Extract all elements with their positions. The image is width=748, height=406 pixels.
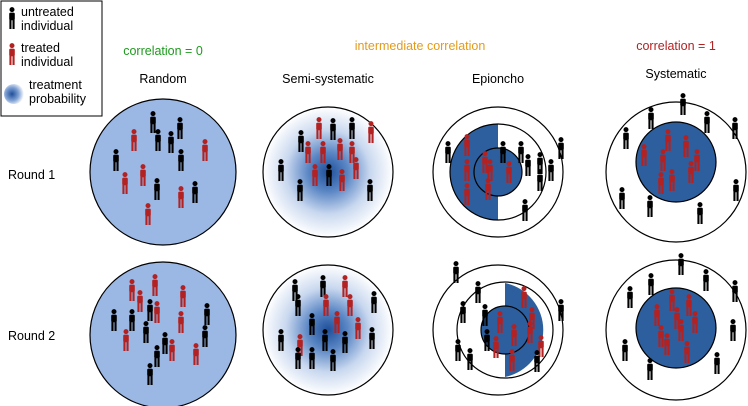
column-title-random: Random bbox=[139, 72, 186, 86]
systematic-round1-rings bbox=[605, 101, 747, 243]
random-round1-circle bbox=[89, 98, 237, 246]
legend-probability-line1: treatment bbox=[29, 78, 82, 92]
legend-treated-line1: treated bbox=[21, 41, 60, 55]
column-title-systematic: Systematic bbox=[645, 67, 706, 81]
systematic-round2-rings bbox=[605, 259, 747, 401]
legend-treated-line2: individual bbox=[21, 55, 73, 69]
legend-probability-line2: probability bbox=[29, 92, 87, 106]
row-label-round-2: Round 2 bbox=[8, 329, 55, 343]
legend-untreated-line1: untreated bbox=[21, 5, 74, 19]
legend: untreated individual treated individual … bbox=[0, 0, 103, 117]
header-correlation-one: correlation = 1 bbox=[636, 39, 716, 53]
row-label-round-1: Round 1 bbox=[8, 168, 55, 182]
legend-untreated-line2: individual bbox=[21, 19, 73, 33]
header-correlation-mid: intermediate correlation bbox=[355, 39, 486, 53]
header-correlation-zero: correlation = 0 bbox=[123, 44, 203, 58]
probability-gradient-icon bbox=[4, 84, 24, 104]
column-title-semi-systematic: Semi-systematic bbox=[282, 72, 374, 86]
column-title-epioncho: Epioncho bbox=[472, 72, 524, 86]
epioncho-round1-rings bbox=[432, 106, 564, 238]
